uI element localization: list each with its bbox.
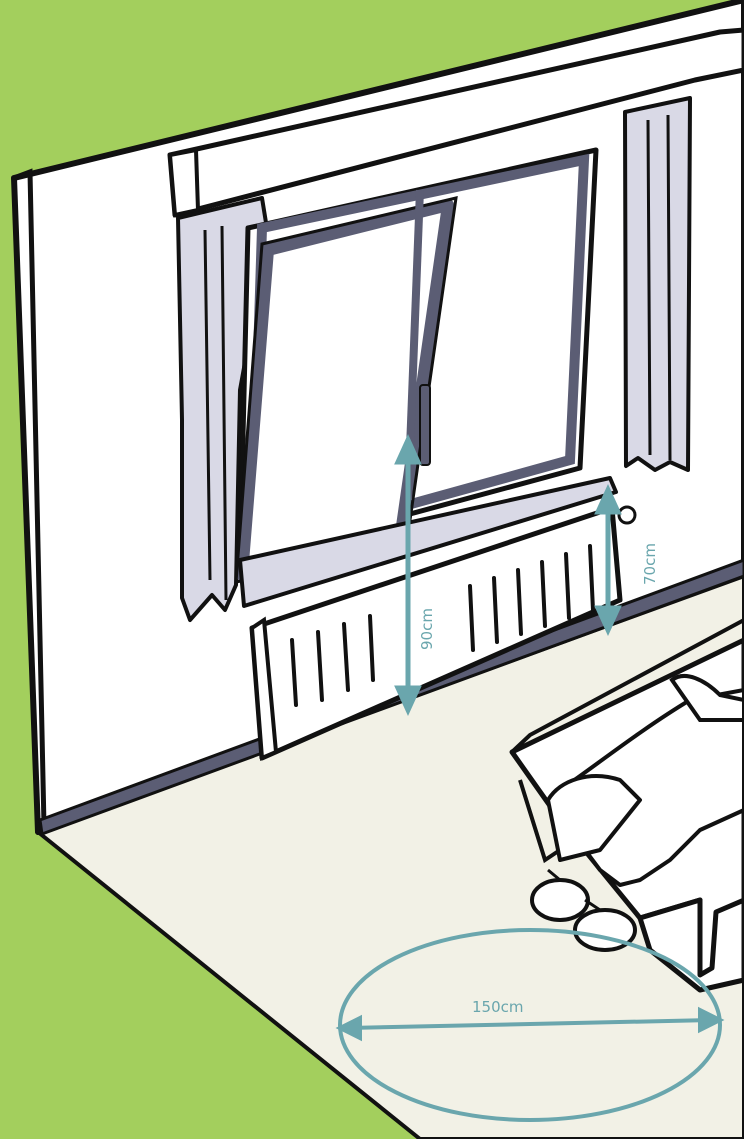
right-curtain <box>625 98 690 470</box>
window-handle <box>420 385 430 465</box>
radiator-clearance-label: 70cm <box>641 543 659 585</box>
sill-height-label: 90cm <box>418 608 436 650</box>
turning-circle-label: 150cm <box>472 998 524 1016</box>
curtain-rail-box-front <box>170 150 198 215</box>
left-foot <box>532 880 588 920</box>
